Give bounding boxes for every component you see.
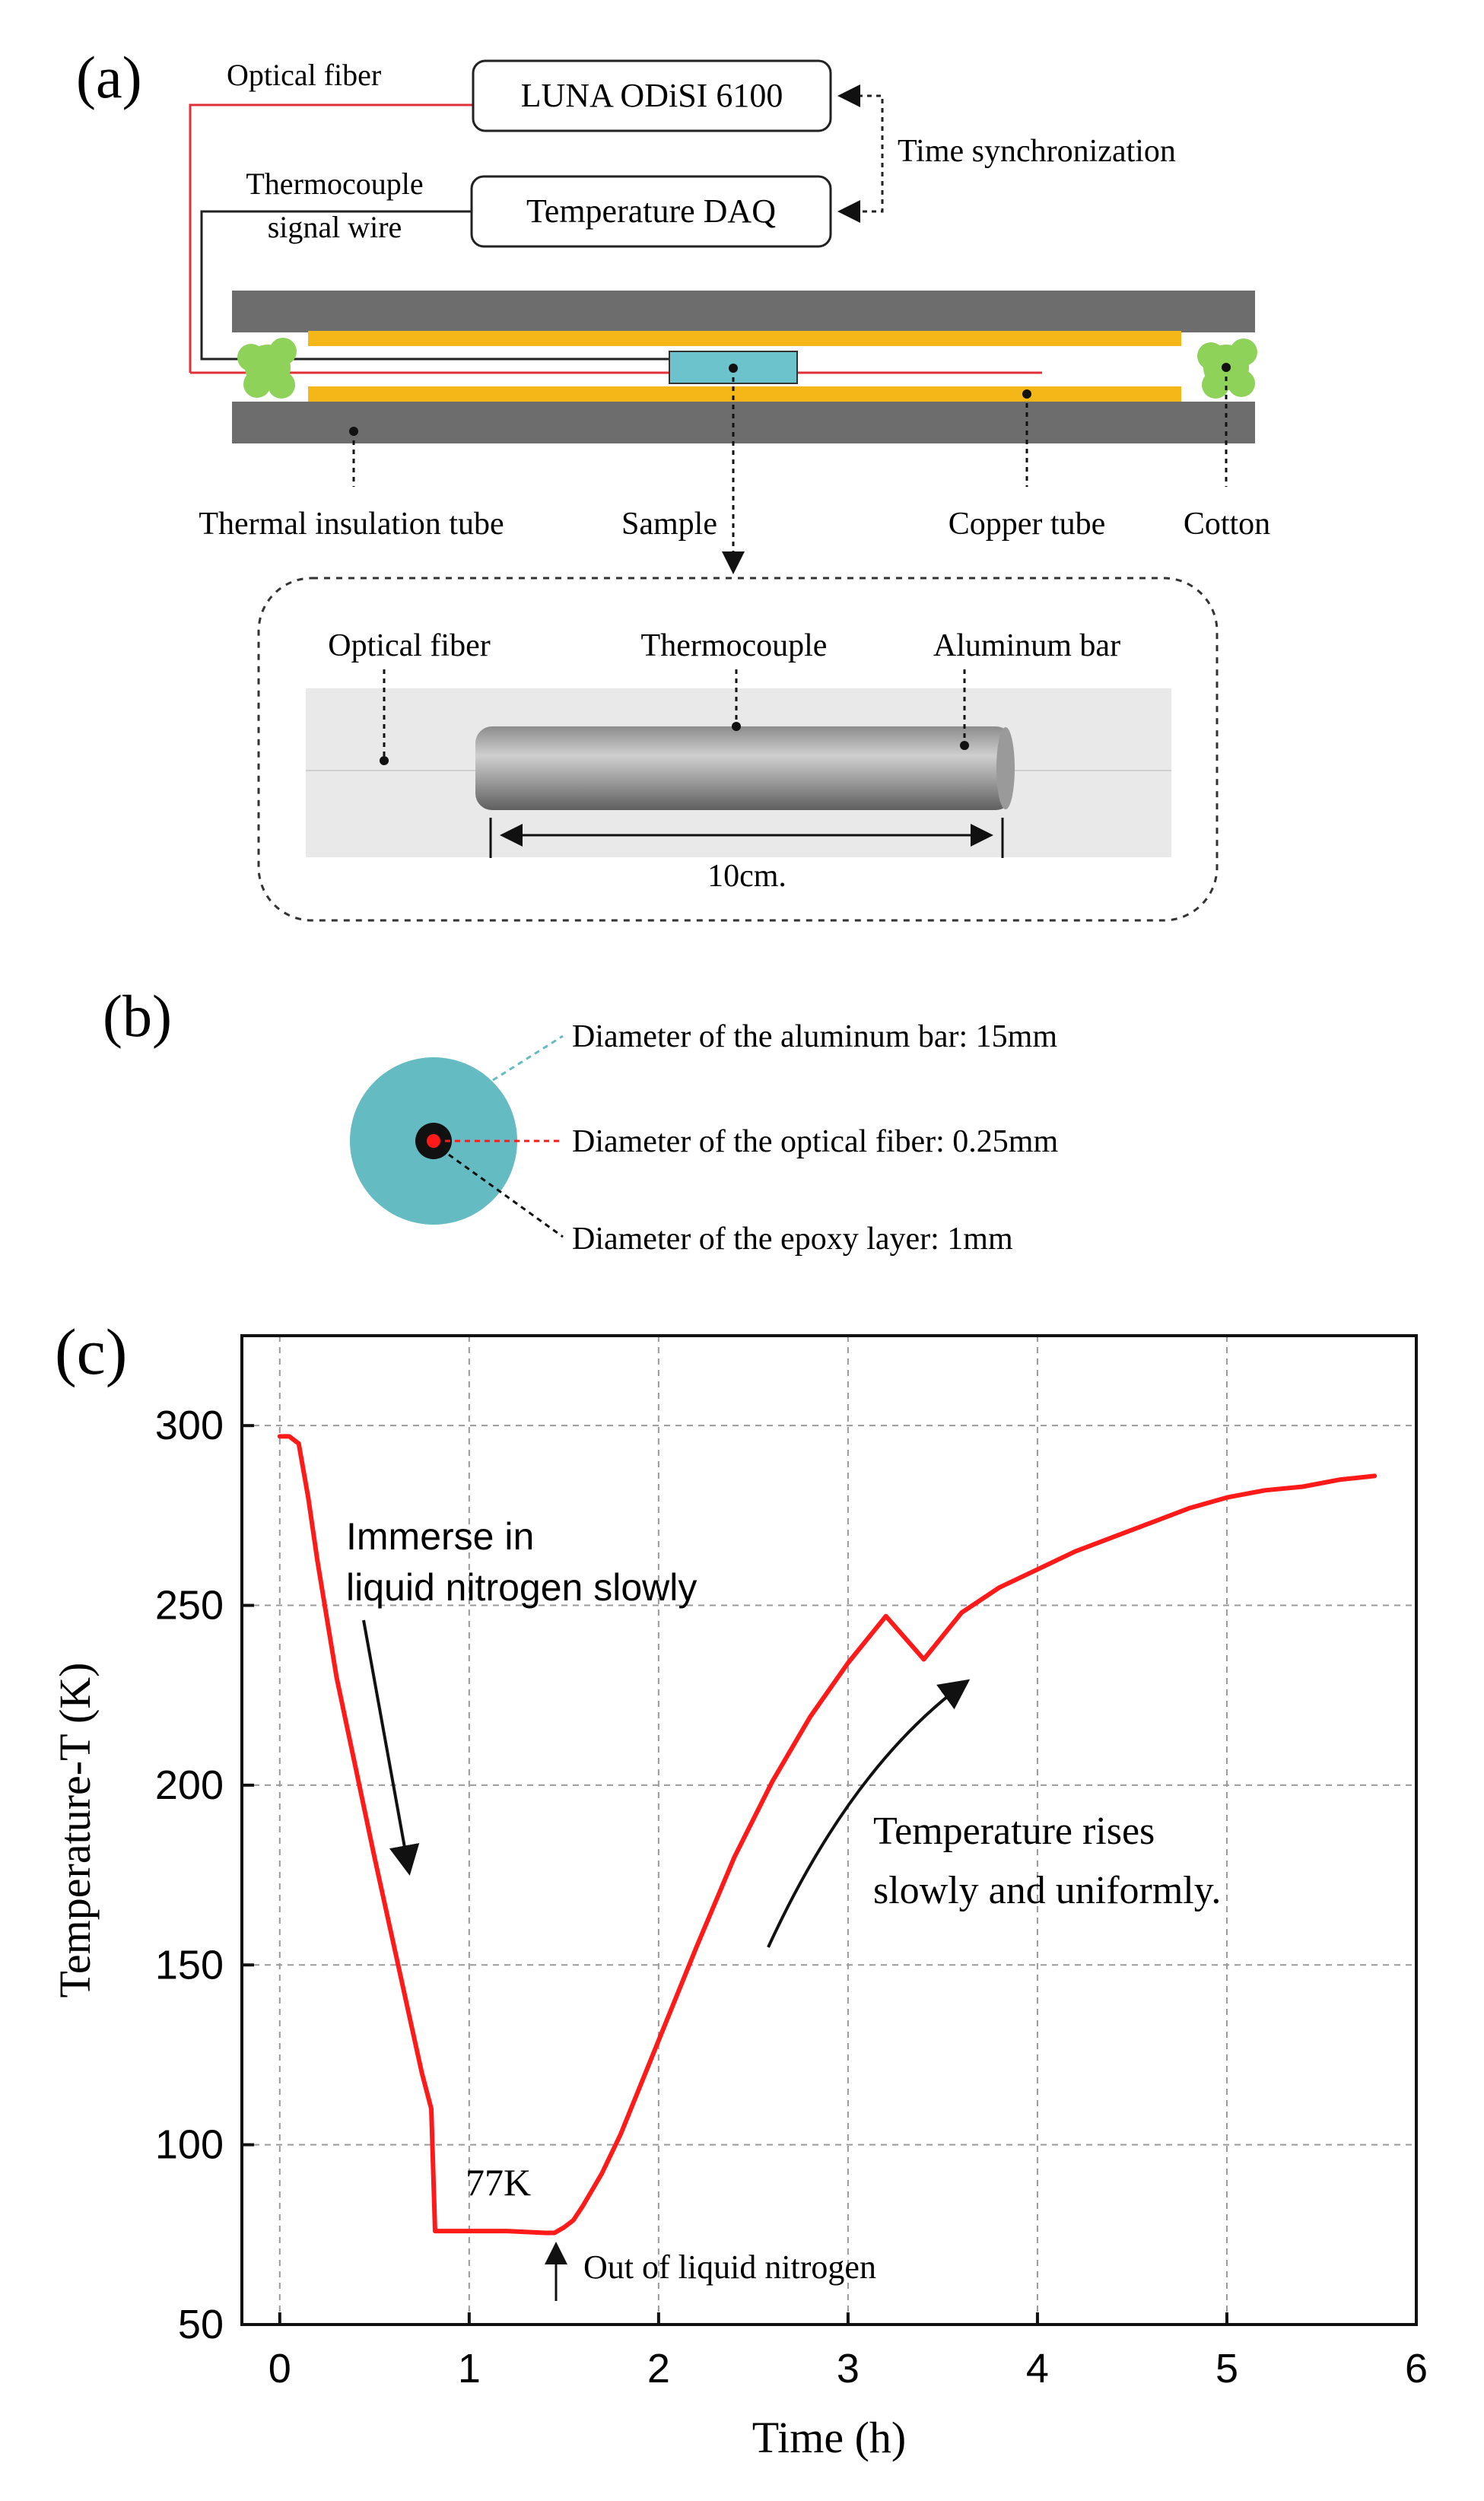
panel-a-label: (a)	[76, 44, 142, 110]
panel-b: (b) Diameter of the aluminum bar: 15mm D…	[103, 983, 1058, 1257]
immerse-arrow	[362, 1619, 420, 1876]
thermocouple-wire-label-1: Thermocouple	[246, 167, 423, 201]
immerse-annotation-2: liquid nitrogen slowly	[346, 1566, 697, 1609]
thermocouple-wire-label-2: signal wire	[268, 210, 402, 244]
luna-box	[472, 59, 832, 132]
cotton-left	[237, 338, 297, 399]
x-tick-label: 5	[1215, 2346, 1238, 2391]
x-tick-label: 0	[269, 2346, 291, 2391]
rise-arrow	[767, 1679, 971, 1948]
77k-annotation: 77K	[466, 2161, 531, 2204]
y-tick-labels: 50 100 150 200 250 300	[155, 1403, 224, 2347]
y-tick-label: 300	[155, 1403, 224, 1448]
bar-diameter-label: Diameter of the aluminum bar: 15mm	[572, 1019, 1057, 1054]
daq-box	[470, 175, 832, 248]
bar-diameter-leader	[492, 1034, 564, 1082]
inset-thermocouple-dot	[732, 722, 741, 731]
daq-box-label: Temperature DAQ	[526, 192, 776, 230]
immerse-annotation-1: Immerse in	[346, 1515, 534, 1558]
x-axis-label: Time (h)	[752, 2413, 907, 2462]
copper-tube-top	[308, 331, 1181, 346]
inset-bar-label: Aluminum bar	[933, 628, 1120, 663]
y-axis-label: Temperature-T (K)	[50, 1663, 100, 1998]
insulation-label: Thermal insulation tube	[199, 507, 504, 542]
panel-c: (c) 50 100 150 200 250 300 0 1 2 3 4 5 6 Time (h) T…	[50, 1315, 1428, 2462]
time-sync-bracket	[837, 84, 884, 223]
inset-bar-dot	[960, 741, 969, 750]
inset-thermocouple-label: Thermocouple	[641, 628, 828, 663]
inset-fiber-dot	[380, 756, 389, 765]
y-tick-label: 200	[155, 1762, 224, 1808]
insulation-tube-bottom	[232, 402, 1255, 443]
sample-label: Sample	[621, 507, 717, 542]
luna-box-label: LUNA ODiSI 6100	[521, 77, 783, 114]
out-of-ln2-annotation: Out of liquid nitrogen	[583, 2248, 876, 2286]
y-tick-label: 50	[178, 2302, 224, 2347]
x-tick-label: 2	[647, 2346, 670, 2391]
panel-c-label: (c)	[55, 1315, 127, 1388]
fiber-core	[427, 1134, 440, 1148]
rise-annotation-1: Temperature rises	[873, 1810, 1155, 1853]
fiber-diameter-label: Diameter of the optical fiber: 0.25mm	[572, 1124, 1058, 1159]
rise-annotation-2: slowly and uniformly.	[873, 1869, 1221, 1912]
time-sync-label: Time synchronization	[898, 134, 1176, 169]
epoxy-diameter-label: Diameter of the epoxy layer: 1mm	[572, 1222, 1013, 1257]
insulation-tube-top	[232, 291, 1255, 332]
cotton-label: Cotton	[1184, 507, 1270, 542]
panel-b-label: (b)	[103, 983, 172, 1049]
inset-length-label: 10cm.	[707, 859, 786, 894]
sample-inset-frame	[257, 577, 1219, 922]
x-tick-label: 3	[837, 2346, 860, 2391]
y-tick-label: 100	[155, 2122, 224, 2168]
inset-fiber-label: Optical fiber	[328, 628, 490, 663]
x-tick-labels: 0 1 2 3 4 5 6	[269, 2346, 1428, 2391]
copper-tube-bottom	[308, 386, 1181, 402]
y-tick-label: 150	[155, 1942, 224, 1988]
copper-label: Copper tube	[949, 507, 1105, 542]
thermocouple-routing-line	[200, 210, 669, 361]
panel-a: (a) Optical fiber Thermocouple signal wi…	[76, 44, 1270, 922]
x-tick-label: 1	[458, 2346, 481, 2391]
y-tick-label: 250	[155, 1583, 224, 1629]
x-tick-label: 4	[1026, 2346, 1049, 2391]
chart-grid	[242, 1336, 1418, 2326]
epoxy-diameter-leader	[448, 1153, 564, 1238]
aluminum-bar-end	[996, 727, 1015, 809]
fiber-routing-line	[189, 103, 473, 373]
temperature-series-line	[277, 1434, 1378, 2236]
aluminum-bar-photo	[475, 726, 1012, 810]
plot-frame	[240, 1334, 1418, 2326]
x-tick-label: 6	[1405, 2346, 1428, 2391]
optical-fiber-label: Optical fiber	[227, 58, 381, 92]
